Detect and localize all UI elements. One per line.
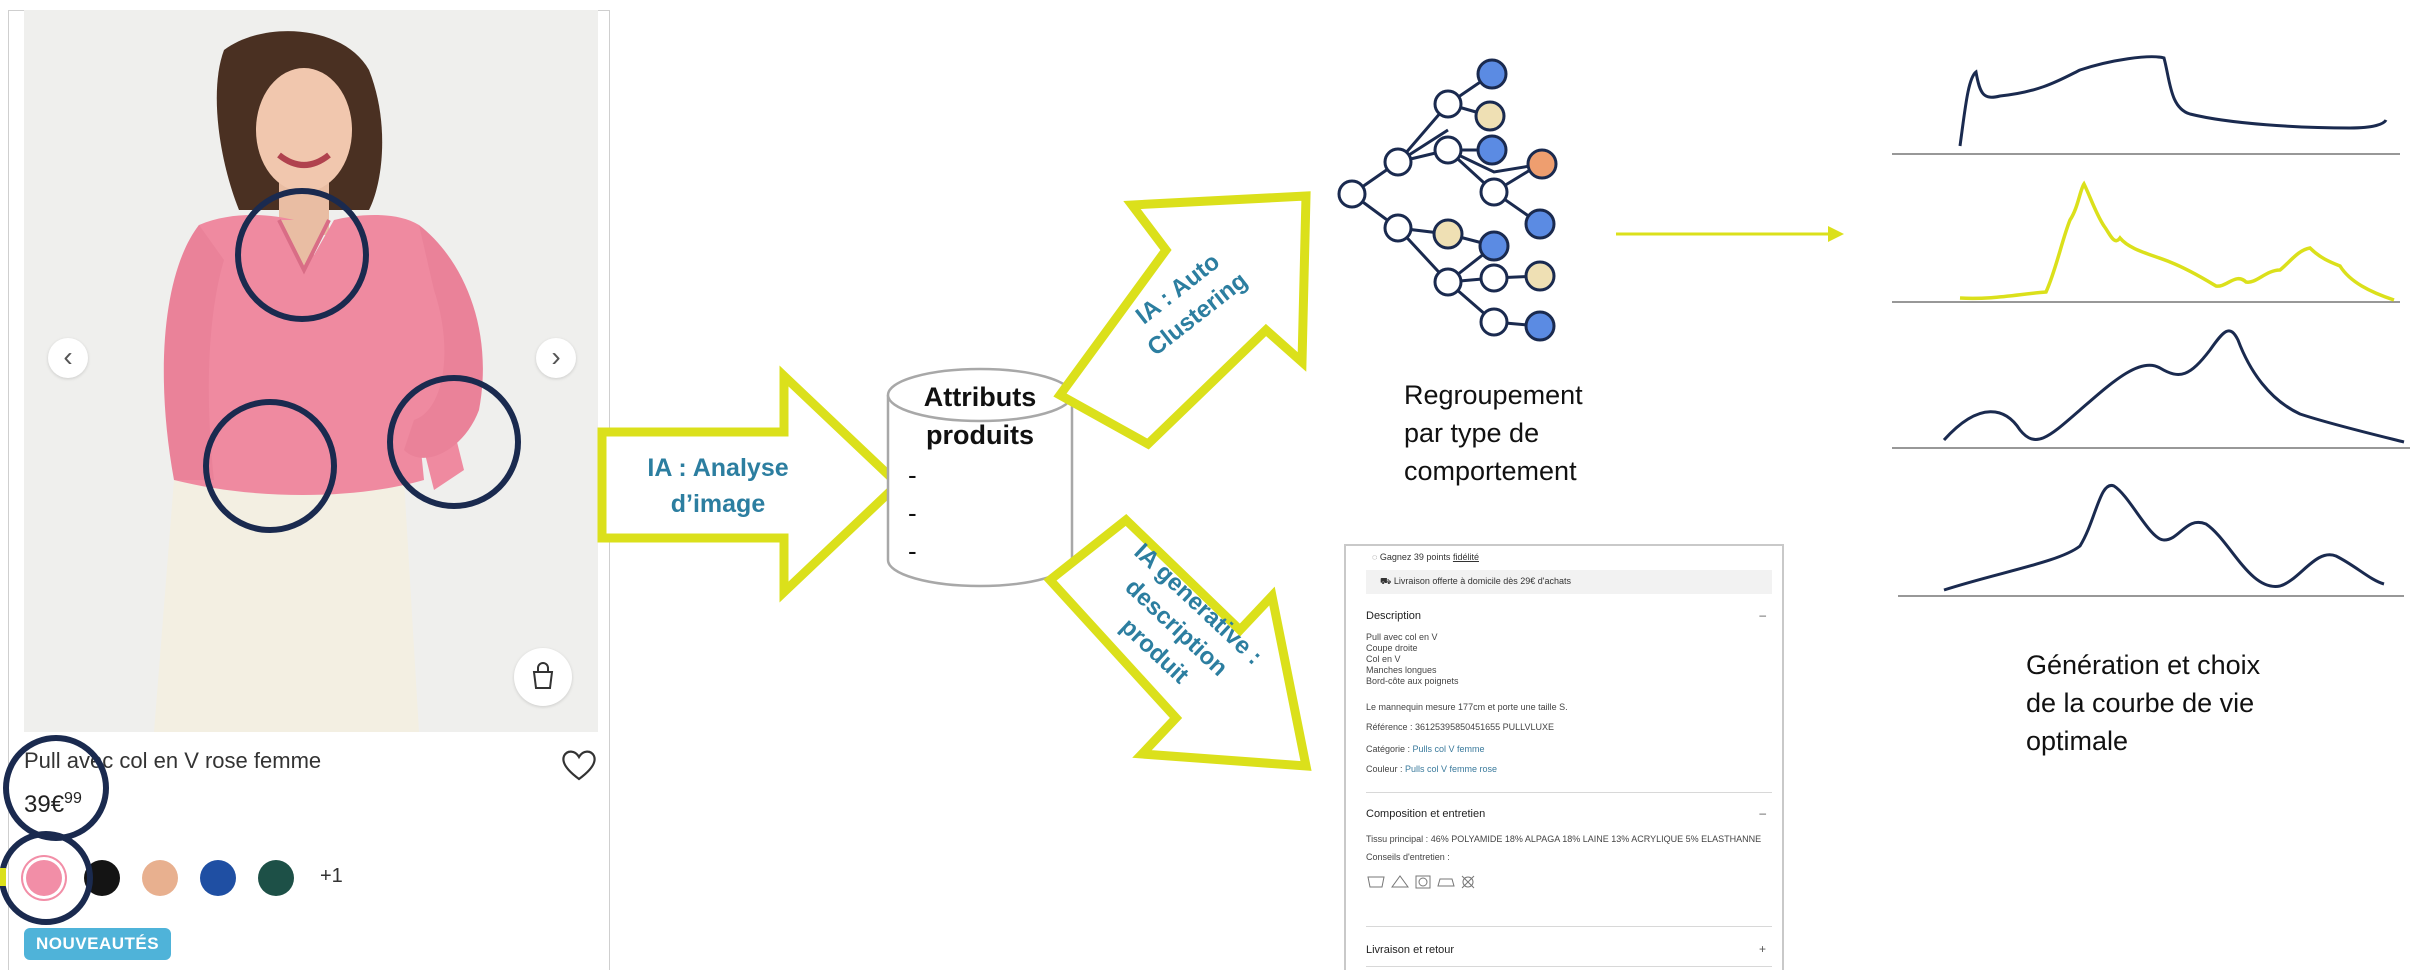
clustering-caption-line-2: par type de xyxy=(1404,418,1540,448)
delivery-banner xyxy=(1366,570,1772,594)
model-illustration xyxy=(24,10,598,732)
category-row: Catégorie : Pulls col V femme xyxy=(1366,744,1485,755)
color-swatches xyxy=(26,860,366,900)
curves-caption: Génération et choix de la courbe de vie … xyxy=(2026,646,2260,760)
color-swatch[interactable] xyxy=(258,860,294,896)
body-highlight xyxy=(203,399,337,533)
cylinder-attribute-list: - - - xyxy=(908,456,917,570)
image-analysis-line-2: d’image xyxy=(670,490,766,518)
life-curves xyxy=(1892,55,2410,597)
composition-header[interactable]: Composition et entretien xyxy=(1366,808,1486,820)
divider xyxy=(1366,966,1772,967)
delivery-row: ⛟ Livraison offerte à domicile dès 29€ d… xyxy=(1380,576,1571,588)
curves-caption-line-1: Génération et choix xyxy=(2026,650,2261,680)
wishlist-heart-icon[interactable] xyxy=(560,748,598,787)
description-header[interactable]: Description xyxy=(1366,610,1422,622)
color-swatch[interactable] xyxy=(26,860,62,896)
color-swatch[interactable] xyxy=(142,860,178,896)
loyalty-row: ◌ Gagnez 39 points fidélité xyxy=(1372,552,1479,562)
yellow-tick xyxy=(0,868,6,886)
product-price: 39€99 xyxy=(24,790,82,819)
description-line: Manches longues xyxy=(1366,665,1437,675)
care-title: Conseils d'entretien : xyxy=(1366,852,1450,862)
expand-shipping-icon[interactable]: + xyxy=(1758,942,1766,956)
clustering-caption: Regroupement par type de comportement xyxy=(1404,376,1583,490)
name-price-highlight xyxy=(3,735,109,841)
image-analysis-line-1: IA : Analyse xyxy=(647,454,789,482)
delivery-text: Livraison offerte à domicile dès 29€ d'a… xyxy=(1393,576,1571,586)
connector-arrow xyxy=(1616,226,1844,242)
description-line: Col en V xyxy=(1366,654,1401,664)
swatch-highlight xyxy=(0,831,93,925)
image-analysis-arrow xyxy=(597,365,905,603)
product-description-panel: ◌ Gagnez 39 points fidélité ⛟ Livraison … xyxy=(1344,544,1784,970)
collapse-description-icon[interactable]: – xyxy=(1759,608,1766,622)
clustering-caption-line-1: Regroupement xyxy=(1404,380,1583,410)
image-analysis-label: IA : Analyse d’image xyxy=(608,450,828,522)
new-badge: NOUVEAUTÉS xyxy=(24,928,172,960)
neckline-highlight xyxy=(235,188,369,322)
attribute-item: - xyxy=(908,460,917,490)
collapse-composition-icon[interactable]: – xyxy=(1759,806,1766,820)
color-swatch[interactable] xyxy=(200,860,236,896)
curves-caption-line-3: optimale xyxy=(2026,726,2129,756)
reference: Référence : 3612539585045​1655 PULLVLUXE xyxy=(1366,722,1554,732)
generative-arrow xyxy=(1043,514,1312,771)
product-photo[interactable] xyxy=(24,10,598,732)
color-link[interactable]: Pulls col V femme rose xyxy=(1405,764,1498,774)
shipping-header[interactable]: Livraison et retour xyxy=(1366,944,1455,956)
next-image-button[interactable]: › xyxy=(536,338,576,378)
color-label: Couleur : xyxy=(1366,764,1406,774)
divider xyxy=(1366,926,1772,927)
category-label: Catégorie : xyxy=(1366,744,1413,754)
previous-image-button[interactable]: ‹ xyxy=(48,338,88,378)
care-symbols-icon xyxy=(1367,875,1475,889)
attribute-highlight-circles xyxy=(0,188,521,925)
auto-clustering-arrow xyxy=(1053,191,1311,450)
tree-nodes xyxy=(1337,58,1558,342)
attribute-item: - xyxy=(908,536,917,566)
life-curve-1 xyxy=(1958,55,2388,147)
cylinder-title: Attributs produits xyxy=(888,378,1072,454)
truck-icon: ⛟ xyxy=(1380,576,1394,586)
loyalty-link[interactable]: fidélité xyxy=(1452,552,1479,562)
life-curve-2 xyxy=(1959,180,2395,302)
composition-text: Tissu principal : 46% POLYAMIDE 18% ALPA… xyxy=(1366,834,1762,844)
price-main: 39€ xyxy=(24,791,65,818)
description-line: Bord-côte aux poignets xyxy=(1366,676,1459,686)
shopping-bag-icon xyxy=(532,662,554,689)
life-curve-3 xyxy=(1942,329,2405,444)
divider xyxy=(1366,792,1772,793)
more-colors-count[interactable]: +1 xyxy=(320,865,343,887)
description-lines: Pull avec col en V Coupe droite Col en V… xyxy=(1366,632,1459,687)
model-info: Le mannequin mesure 177cm et porte une t… xyxy=(1366,702,1568,712)
sleeve-highlight xyxy=(387,375,521,509)
loyalty-text: Gagnez 39 points xyxy=(1379,552,1451,562)
attribute-item: - xyxy=(908,498,917,528)
cylinder-title-line-2: produits xyxy=(926,420,1034,450)
loyalty-icon: ◌ xyxy=(1372,552,1380,562)
care-icons xyxy=(1366,874,1476,892)
price-cents: 99 xyxy=(64,790,82,807)
description-line: Pull avec col en V xyxy=(1366,632,1438,642)
clustering-caption-line-3: comportement xyxy=(1404,456,1577,486)
curves-caption-line-2: de la courbe de vie xyxy=(2026,688,2255,718)
life-curve-4 xyxy=(1943,484,2385,592)
category-link[interactable]: Pulls col V femme xyxy=(1412,744,1485,754)
color-row: Couleur : Pulls col V femme rose xyxy=(1366,764,1497,775)
attributes-cylinder xyxy=(886,367,1074,588)
product-name[interactable]: Pull avec col en V rose femme xyxy=(24,748,322,773)
add-to-bag-button[interactable] xyxy=(514,648,572,706)
cylinder-title-line-1: Attributs xyxy=(923,382,1037,412)
description-line: Coupe droite xyxy=(1366,643,1418,653)
